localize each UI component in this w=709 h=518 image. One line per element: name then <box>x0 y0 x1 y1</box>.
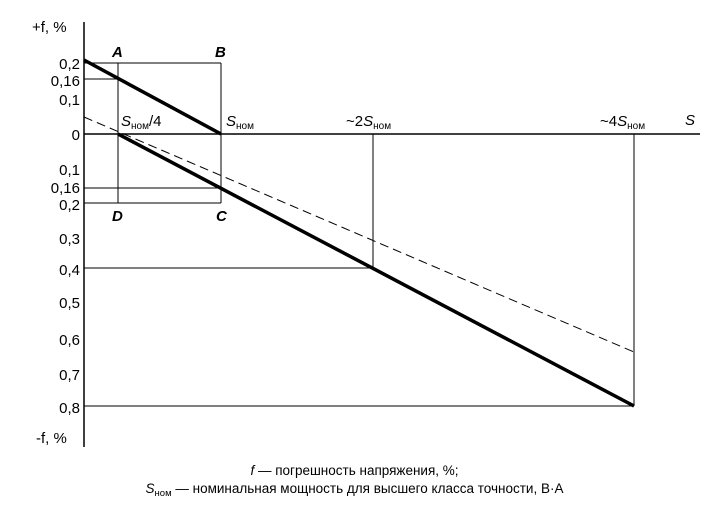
caption-line-1: f — погрешность напряжения, %; <box>0 462 709 479</box>
y-tick-label: 0,3 <box>59 231 80 248</box>
caption-line-2: Sном — номинальная мощность для высшего … <box>0 480 709 502</box>
y-tick-label: 0,5 <box>59 295 80 312</box>
caption-symbol-f: f <box>250 463 255 478</box>
y-tick-label: 0,1 <box>59 92 80 109</box>
y-tick-label: 0,4 <box>59 262 80 279</box>
y-tick-label: 0,6 <box>59 332 80 349</box>
caption-subscript: ном <box>154 488 172 499</box>
point-label-a: A <box>111 44 123 61</box>
x-mark-quad-nominal: ~4Sном <box>600 113 645 132</box>
y-tick-label: 0,8 <box>59 400 80 417</box>
caption-text-2: — номинальная мощность для высшего класс… <box>171 481 564 496</box>
caption-symbol-s: S <box>145 481 155 496</box>
point-label-c: C <box>216 208 228 225</box>
y-tick-label: 0,1 <box>59 162 80 179</box>
y-tick-label: 0,2 <box>59 197 80 214</box>
y-axis-label-top: +f, % <box>32 19 67 36</box>
x-mark-nominal: Sном <box>226 113 254 132</box>
y-tick-label: 0,2 <box>59 56 80 73</box>
x-mark-quarter-nominal: Sном/4 <box>121 113 162 132</box>
y-tick-label: 0,7 <box>59 367 80 384</box>
dashed-error-line <box>83 116 635 353</box>
thick-line-upper <box>83 58 222 136</box>
point-label-d: D <box>112 208 123 225</box>
y-tick-label: 0,16 <box>51 73 80 90</box>
x-mark-double-nominal: ~2Sном <box>346 113 391 132</box>
point-label-b: B <box>215 44 226 61</box>
y-axis-label-bottom: -f, % <box>36 430 67 447</box>
thick-line-lower <box>117 132 635 408</box>
x-axis-label: S <box>685 112 695 129</box>
caption-text-1: — погрешность напряжения, %; <box>254 463 459 478</box>
y-tick-label: 0 <box>72 127 80 144</box>
y-tick-label: 0,16 <box>51 180 80 197</box>
